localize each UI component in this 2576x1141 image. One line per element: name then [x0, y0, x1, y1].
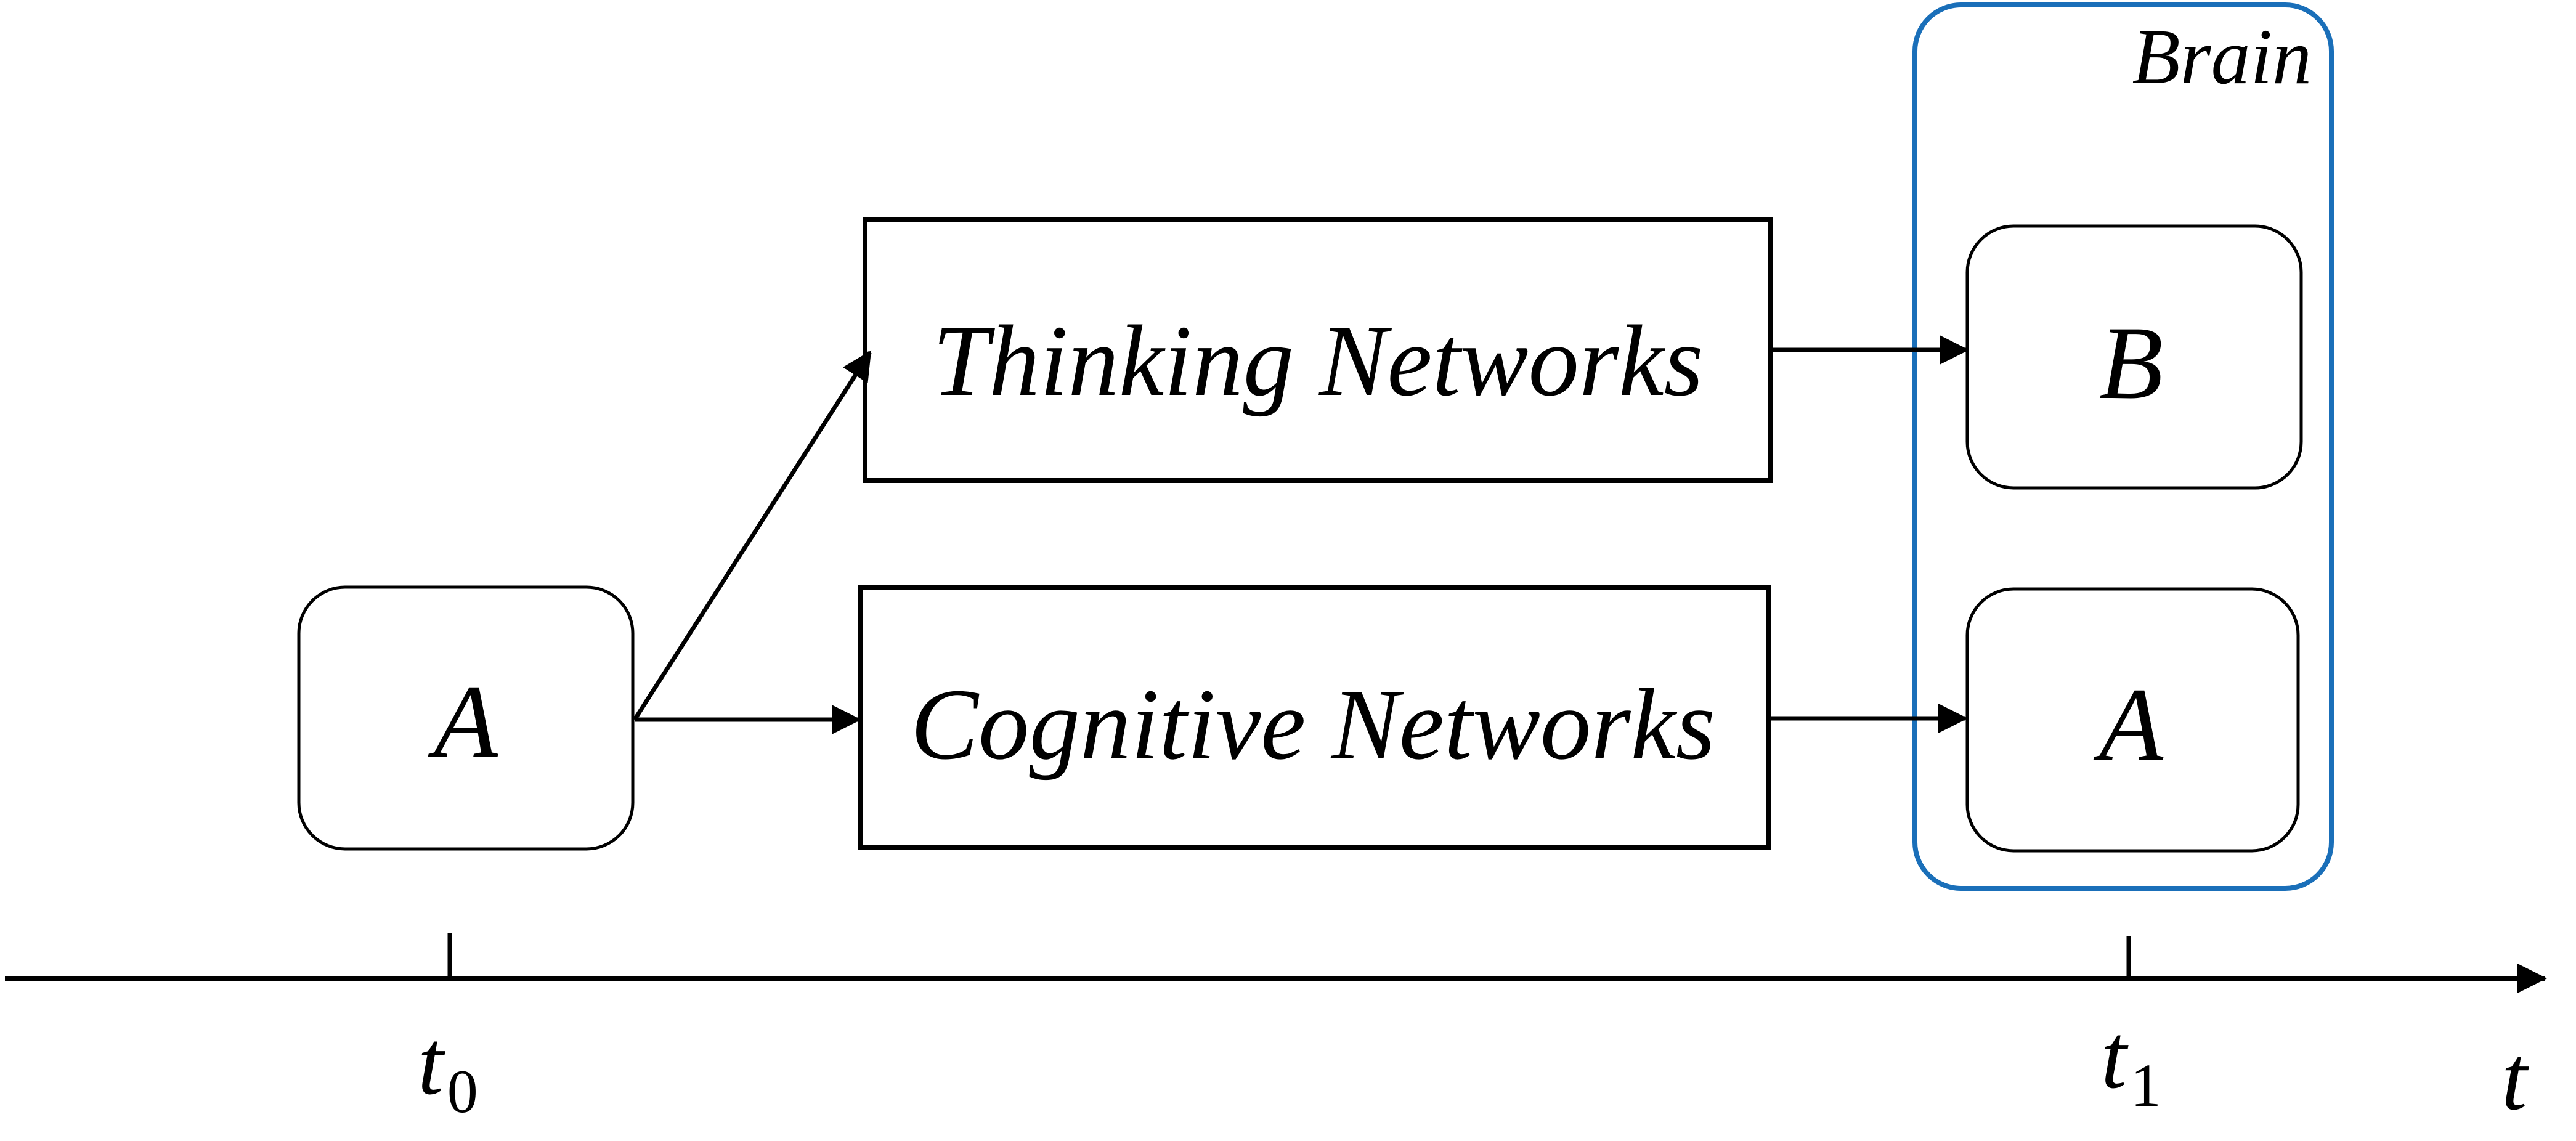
- time-axis-label: t: [2501, 1027, 2529, 1129]
- brain-group: Brain: [1912, 2, 2334, 891]
- tick-label-t1: t1: [2101, 1005, 2161, 1119]
- thinking-networks-box: Thinking Networks: [863, 217, 1773, 483]
- brain-container: [1912, 2, 2334, 891]
- time-axis: t0 t1 t: [5, 933, 2547, 1129]
- output-node-a: A: [1965, 587, 2300, 853]
- cognitive-networks-box: Cognitive Networks: [858, 585, 1771, 850]
- brain-label: Brain: [2132, 13, 2312, 100]
- output-node-a-label: A: [2093, 667, 2164, 782]
- output-node-b-label: B: [2099, 305, 2163, 421]
- cognitive-networks-label: Cognitive Networks: [911, 668, 1715, 781]
- thinking-networks-label: Thinking Networks: [932, 304, 1703, 417]
- arrow-input-to-thinking: [633, 350, 872, 721]
- tick-label-t0: t0: [418, 1012, 478, 1126]
- input-node: A: [297, 585, 635, 851]
- output-node-b: B: [1965, 224, 2303, 490]
- input-node-box: [297, 585, 635, 851]
- input-node-label: A: [428, 664, 498, 779]
